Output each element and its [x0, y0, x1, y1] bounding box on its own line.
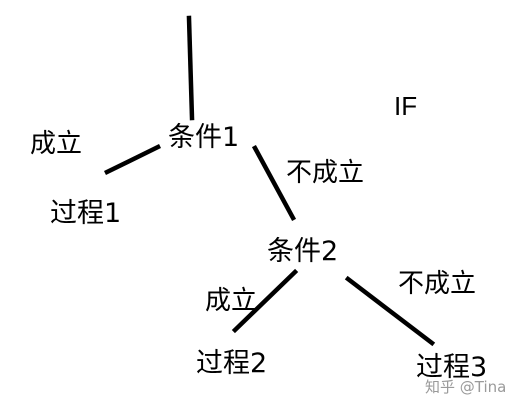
- label-condition1-false: 不成立: [286, 158, 365, 188]
- edge-condition1-process1: [103, 143, 162, 176]
- node-condition2: 条件2: [267, 236, 339, 267]
- watermark: 知乎 @Tina: [425, 378, 507, 396]
- diagram-title: IF: [394, 91, 418, 121]
- node-process2: 过程2: [196, 348, 268, 379]
- label-condition2-false: 不成立: [398, 269, 477, 299]
- node-process1: 过程1: [50, 198, 122, 229]
- entry-line: [186, 15, 195, 121]
- label-condition1-true: 成立: [30, 129, 83, 159]
- edge-condition2-process3: [344, 275, 436, 347]
- label-condition2-true: 成立: [205, 286, 258, 316]
- node-process3: 过程3: [416, 352, 488, 383]
- edge-condition2-process2: [231, 268, 299, 334]
- node-condition1: 条件1: [168, 122, 240, 153]
- edge-condition1-condition2: [251, 144, 297, 222]
